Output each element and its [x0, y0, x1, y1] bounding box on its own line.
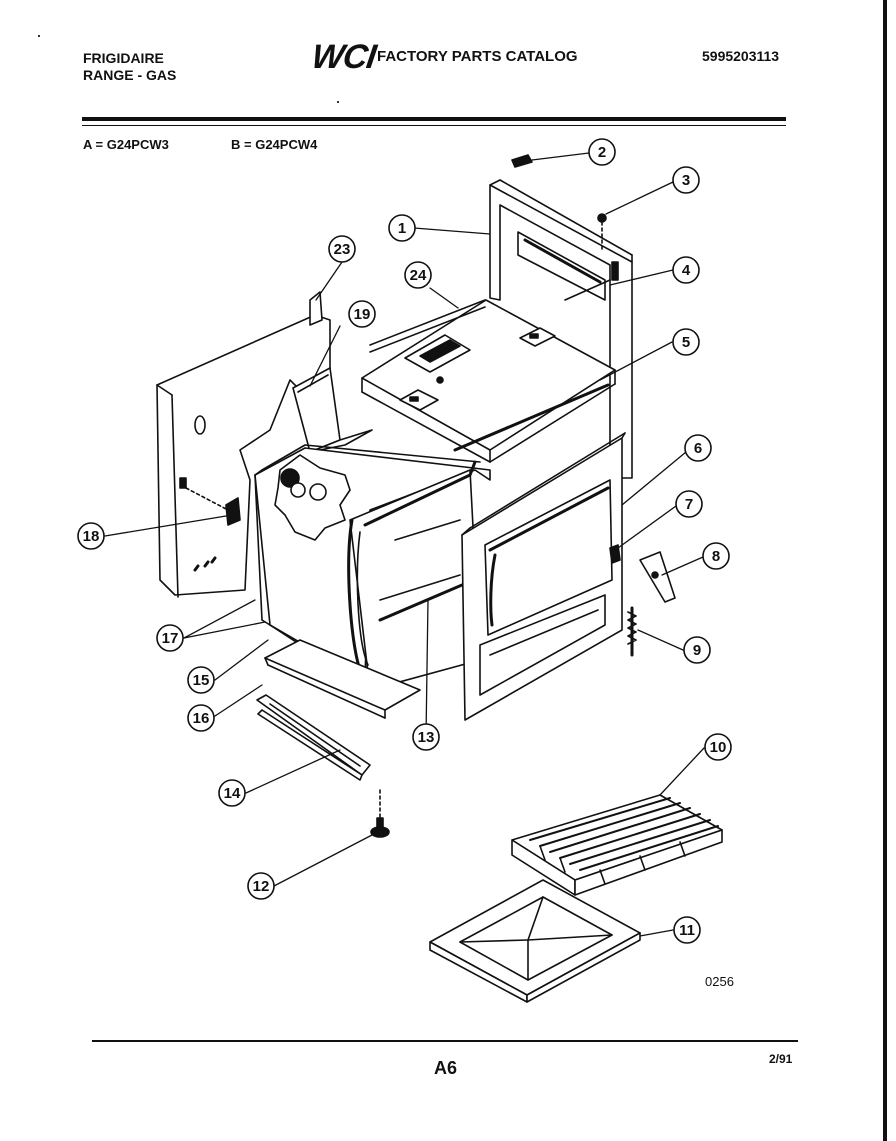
svg-text:24: 24	[410, 267, 427, 284]
footer-rule	[92, 1040, 798, 1042]
oven-body-part	[254, 444, 491, 691]
callout-24: 24	[404, 261, 432, 289]
svg-text:4: 4	[682, 262, 691, 279]
svg-text:2: 2	[598, 144, 606, 161]
callout-14: 14	[218, 779, 246, 807]
callout-9: 9	[683, 636, 711, 664]
callout-8: 8	[702, 542, 730, 570]
side-panel-part	[156, 291, 331, 598]
callout-13: 13	[412, 723, 440, 751]
svg-text:11: 11	[679, 922, 695, 939]
clip-part-2	[511, 154, 533, 168]
svg-text:7: 7	[685, 496, 693, 513]
strip-part-5	[453, 383, 610, 452]
callout-17: 17	[156, 624, 184, 652]
callout-7: 7	[675, 490, 703, 518]
small-parts	[453, 154, 676, 657]
model-b-label: B = G24PCW4	[231, 137, 318, 152]
catalog-title: FACTORY PARTS CATALOG	[377, 48, 578, 65]
svg-text:8: 8	[712, 548, 720, 565]
callout-23: 23	[328, 235, 356, 263]
callout-19: 19	[348, 300, 376, 328]
callout-2: 2	[588, 138, 616, 166]
svg-text:9: 9	[693, 642, 701, 659]
product-type: RANGE - GAS	[83, 67, 177, 83]
catalog-part-number: 5995203113	[702, 48, 780, 64]
page-number: A6	[434, 1058, 458, 1078]
svg-text:1: 1	[398, 220, 406, 237]
oven-door-part	[461, 432, 626, 721]
callout-1: 1	[388, 214, 416, 242]
hinge-part-7	[609, 544, 621, 564]
bracket-part-4	[564, 279, 611, 301]
svg-text:18: 18	[83, 528, 100, 545]
svg-text:15: 15	[193, 672, 210, 689]
model-a-label: A = G24PCW3	[83, 137, 169, 152]
callout-15: 15	[187, 666, 215, 694]
screw-part-3	[597, 213, 607, 223]
callout-5: 5	[672, 328, 700, 356]
broiler-pan-part	[429, 879, 641, 1003]
callout-10: 10	[704, 733, 732, 761]
top-panel-part	[361, 299, 616, 463]
callout-16: 16	[187, 704, 215, 732]
svg-text:3: 3	[682, 172, 690, 189]
callout-bubbles: 1 2 3 4 5 6 7 8 9 10 11 12 13 14 15 16 1…	[77, 138, 732, 944]
bracket-part	[185, 487, 241, 526]
page-border-right	[883, 0, 887, 1141]
svg-text:14: 14	[224, 785, 241, 802]
scan-speck	[337, 101, 339, 103]
leveling-leg-part	[370, 789, 390, 838]
svg-text:10: 10	[710, 739, 727, 756]
callout-6: 6	[684, 434, 712, 462]
callout-18: 18	[77, 522, 105, 550]
svg-text:23: 23	[334, 241, 351, 258]
svg-text:19: 19	[354, 306, 371, 323]
svg-text:12: 12	[253, 878, 270, 895]
svg-text:17: 17	[162, 630, 179, 647]
diagram-code: 0256	[705, 974, 734, 989]
oven-rack-part	[511, 794, 723, 896]
scan-speck	[38, 35, 40, 37]
header-rule	[82, 117, 786, 121]
svg-text:5: 5	[682, 334, 690, 351]
callout-12: 12	[247, 872, 275, 900]
svg-text:16: 16	[193, 710, 210, 727]
brand-block: FRIGIDAIRE RANGE - GAS	[83, 50, 176, 84]
svg-text:6: 6	[694, 440, 702, 457]
revision-date: 2/91	[769, 1052, 793, 1066]
brand-name: FRIGIDAIRE	[83, 50, 164, 66]
broiler-drawer-part	[256, 694, 371, 781]
leader-lines	[104, 152, 705, 937]
callout-3: 3	[672, 166, 700, 194]
svg-text:13: 13	[418, 729, 435, 746]
bottom-panel-part	[264, 639, 421, 719]
callout-11: 11	[673, 916, 701, 944]
header-rule-thin	[82, 125, 786, 126]
callout-4: 4	[672, 256, 700, 284]
